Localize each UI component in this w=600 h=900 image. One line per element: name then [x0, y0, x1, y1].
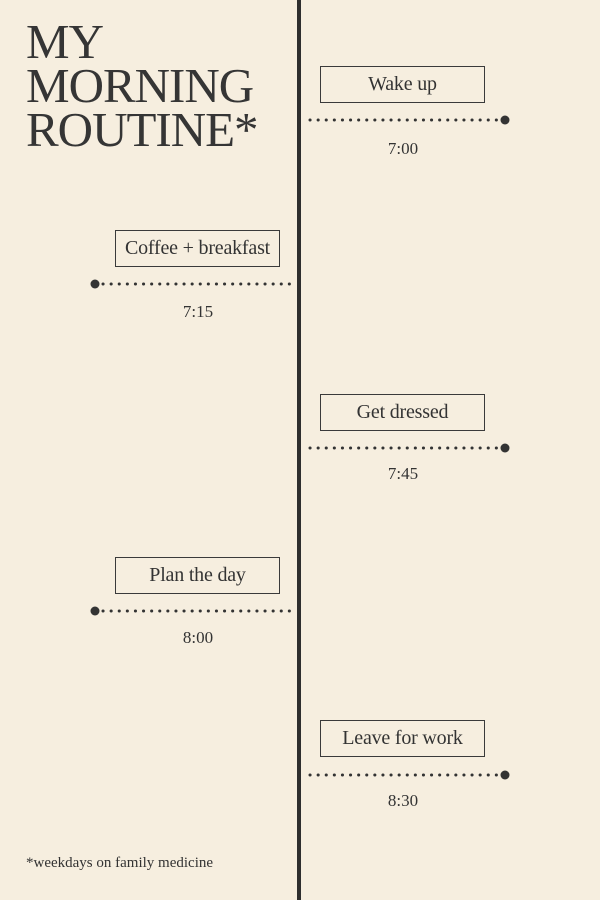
- entry-label: Coffee + breakfast: [124, 237, 271, 259]
- entry-label-box: Get dressed: [320, 394, 485, 431]
- footnote: *weekdays on family medicine: [26, 855, 214, 871]
- title-line-3: ROUTINE*: [26, 102, 259, 157]
- entry-label-box: Coffee + breakfast: [115, 230, 280, 267]
- entry-label: Leave for work: [342, 727, 463, 749]
- dotted-connector: [308, 770, 510, 780]
- timeline-spine: [297, 0, 301, 900]
- entry-time: 8:00: [182, 628, 214, 647]
- entry-label-box: Wake up: [320, 66, 485, 103]
- entry-label: Wake up: [368, 73, 437, 95]
- entry-time: 8:30: [387, 791, 419, 810]
- page-title: MY MORNING ROUTINE*: [26, 14, 286, 157]
- title-line-1: MY: [26, 14, 104, 69]
- title-line-2: MORNING: [26, 58, 254, 113]
- entry-time: 7:15: [182, 302, 214, 321]
- entry-label: Get dressed: [356, 401, 449, 423]
- dotted-connector: [90, 279, 293, 289]
- endpoint-dot-icon: [500, 115, 510, 125]
- endpoint-dot-icon: [90, 606, 100, 616]
- entry-time: 7:00: [387, 139, 419, 158]
- entry-label-box: Leave for work: [320, 720, 485, 757]
- dotted-connector: [90, 606, 293, 616]
- endpoint-dot-icon: [90, 279, 100, 289]
- dotted-connector: [308, 115, 510, 125]
- endpoint-dot-icon: [500, 770, 510, 780]
- endpoint-dot-icon: [500, 443, 510, 453]
- entry-label: Plan the day: [149, 564, 246, 586]
- entry-label-box: Plan the day: [115, 557, 280, 594]
- entry-time: 7:45: [387, 464, 419, 483]
- dotted-connector: [308, 443, 510, 453]
